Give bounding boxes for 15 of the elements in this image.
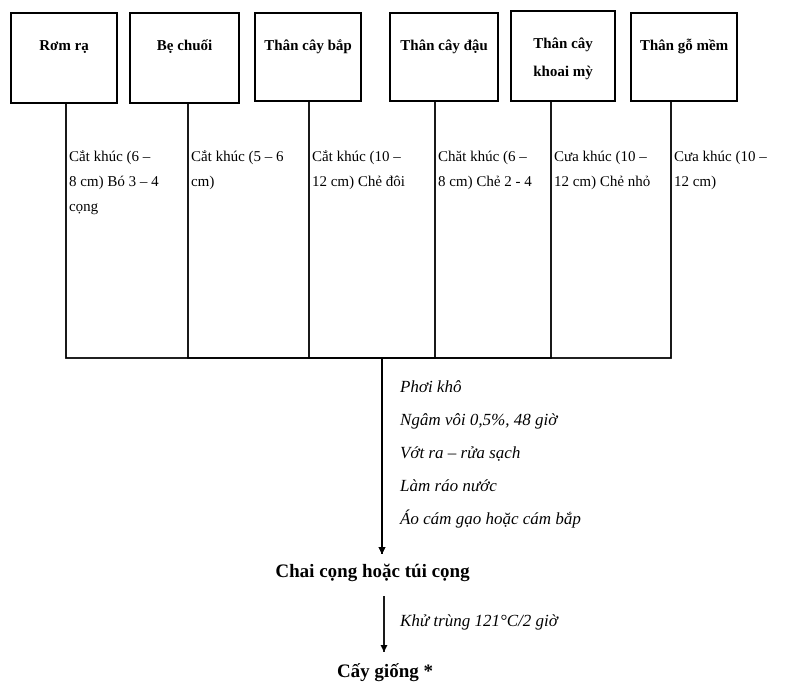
- connector-arrow: [378, 102, 672, 554]
- material-box: Thân cây bắp: [254, 12, 362, 102]
- material-box: Rơm rạ: [10, 12, 118, 104]
- connector-arrow: [380, 596, 388, 652]
- process-step-text: Áo cám gạo hoặc cám bắp: [400, 508, 581, 530]
- material-box: Thân cây đậu: [389, 12, 499, 102]
- process-step-text: Vớt ra – rửa sạch: [400, 442, 522, 464]
- process-step-text: Ngâm vôi 0,5%, 48 giờ: [400, 409, 560, 431]
- step-text: Chai cọng hoặc túi cọng: [200, 556, 545, 588]
- material-box: Thân cây khoai mỳ: [510, 10, 616, 102]
- material-box: Bẹ chuối: [129, 12, 240, 104]
- step-text: Cấy giống *: [300, 656, 470, 688]
- material-box: Thân gỗ mềm: [630, 12, 738, 102]
- process-step-text: Phơi khô: [400, 376, 462, 398]
- process-step-text: Làm ráo nước: [400, 475, 498, 497]
